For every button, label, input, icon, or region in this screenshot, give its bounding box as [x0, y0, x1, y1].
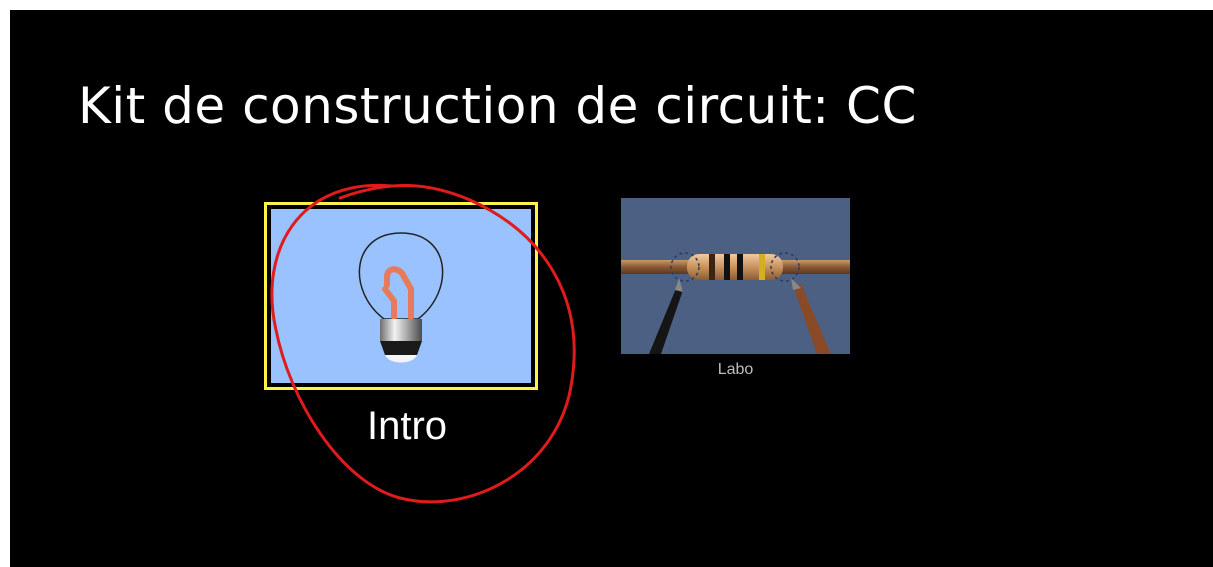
resistor-probes-icon: [621, 252, 850, 354]
page-title: Kit de construction de circuit: CC: [78, 77, 917, 135]
intro-screen-button[interactable]: Intro: [264, 202, 544, 462]
light-bulb-icon: [358, 232, 444, 363]
intro-screen-label: Intro: [366, 404, 448, 448]
intro-thumbnail: [264, 202, 538, 390]
labo-screen-button[interactable]: Labo: [621, 198, 851, 398]
sim-home-screen: Kit de construction de circuit: CC: [10, 10, 1213, 567]
labo-thumbnail: [621, 198, 850, 354]
labo-screen-label: Labo: [717, 361, 754, 378]
